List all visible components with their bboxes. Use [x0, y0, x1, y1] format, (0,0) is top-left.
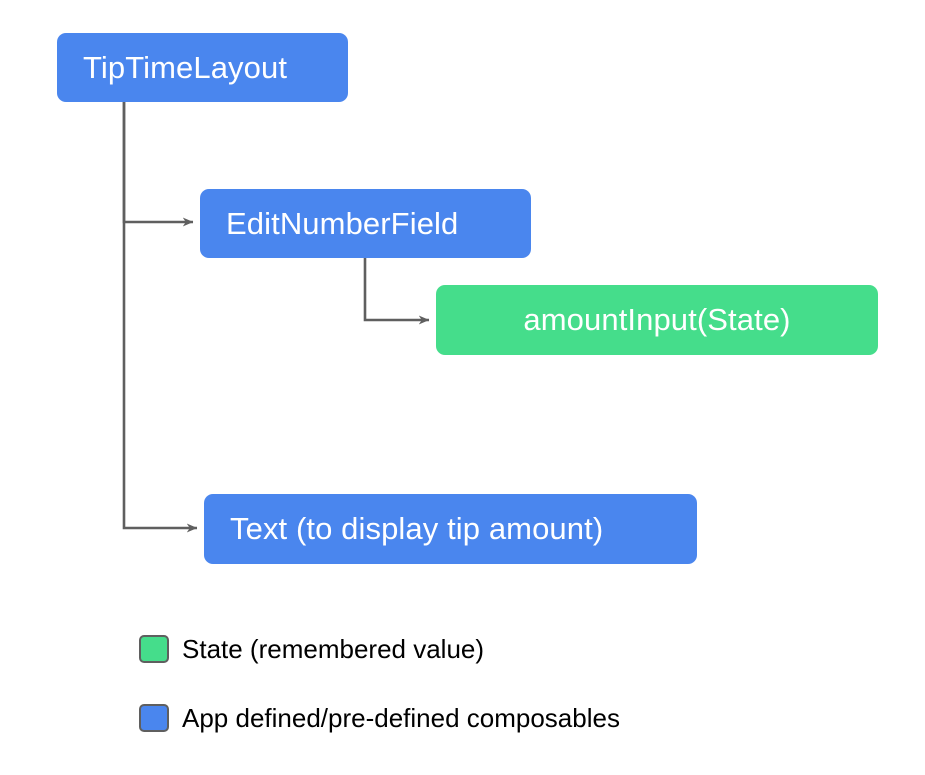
- node-tiptimelayout[interactable]: TipTimeLayout: [57, 33, 348, 102]
- legend-label-composables: App defined/pre-defined composables: [182, 703, 620, 733]
- edge-editnumberfield-to-amountinput: [363, 258, 430, 325]
- node-amountinput-state[interactable]: amountInput(State): [436, 285, 878, 355]
- legend-swatch-state-icon: [139, 635, 169, 663]
- node-editnumberfield[interactable]: EditNumberField: [200, 189, 531, 258]
- node-text-tip-amount[interactable]: Text (to display tip amount): [204, 494, 697, 564]
- legend-swatch-composables-icon: [139, 704, 169, 732]
- legend-label-state: State (remembered value): [182, 634, 485, 664]
- edge-tiptimelayout-to-editnumberfield: [122, 102, 194, 227]
- legend-item-state: State (remembered value): [139, 628, 620, 670]
- legend-item-composables: App defined/pre-defined composables: [139, 697, 620, 739]
- legend: State (remembered value) App defined/pre…: [139, 628, 620, 766]
- edge-tiptimelayout-to-text: [122, 102, 198, 533]
